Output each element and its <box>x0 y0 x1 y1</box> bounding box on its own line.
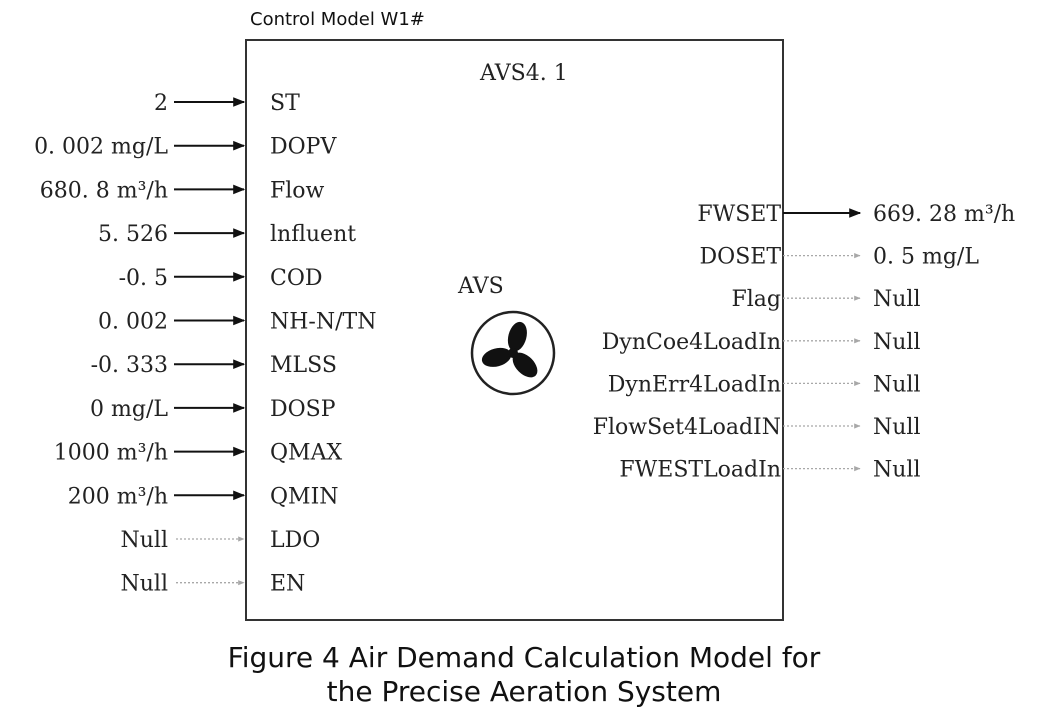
input-port-row: 1000 m³/h QMAX <box>54 441 343 466</box>
output-value: Null <box>873 287 921 312</box>
input-value: 0 mg/L <box>90 397 168 422</box>
output-port-label: FWESTLoadIn <box>619 458 781 483</box>
input-value: 680. 8 m³/h <box>40 178 168 203</box>
input-port-label: EN <box>270 572 305 597</box>
input-value: 1000 m³/h <box>54 441 168 466</box>
output-port-label: DOSET <box>700 245 782 270</box>
figure-caption-line-2: the Precise Aeration System <box>327 675 722 708</box>
fan-icon <box>470 310 556 396</box>
input-port-label: LDO <box>270 528 320 553</box>
input-port-row: Null EN <box>121 572 306 597</box>
output-value: 0. 5 mg/L <box>873 245 979 270</box>
input-value: 0. 002 mg/L <box>34 135 168 160</box>
input-port-row: 680. 8 m³/h Flow <box>40 178 325 203</box>
avs-block[interactable] <box>245 39 784 621</box>
input-value: Null <box>121 528 169 553</box>
input-ports: 2 ST 0. 002 mg/L DOPV 680. 8 m³/h Flow 5. 526 l… <box>34 91 376 597</box>
output-value: Null <box>873 415 921 440</box>
output-port-row: FWSET 669. 28 m³/h <box>697 202 1015 227</box>
input-port-label: QMAX <box>270 441 342 466</box>
input-port-label: Flow <box>270 178 325 203</box>
input-port-row: 200 m³/h QMIN <box>68 484 339 509</box>
output-port-row: DynCoe4LoadIn Null <box>602 330 921 355</box>
output-port-row: DynErr4LoadIn Null <box>608 372 921 397</box>
output-port-row: DOSET 0. 5 mg/L <box>700 245 980 270</box>
figure-caption-line-1: Figure 4 Air Demand Calculation Model fo… <box>228 641 821 674</box>
input-value: -0. 5 <box>119 266 168 291</box>
input-port-row: -0. 333 MLSS <box>91 353 337 378</box>
input-port-row: Null LDO <box>121 528 321 553</box>
output-port-row: Flag Null <box>732 287 921 312</box>
input-port-label: lnfluent <box>270 222 356 247</box>
output-port-row: FWESTLoadIn Null <box>619 458 920 483</box>
input-port-row: 0 mg/L DOSP <box>90 397 336 422</box>
model-header-label: Control Model W1# <box>250 9 425 30</box>
output-port-label: FWSET <box>697 202 781 227</box>
output-port-row: FlowSet4LoadIN Null <box>593 415 921 440</box>
input-value: 5. 526 <box>98 222 168 247</box>
input-port-label: NH-N/TN <box>270 310 376 335</box>
output-value: Null <box>873 458 921 483</box>
output-value: 669. 28 m³/h <box>873 202 1015 227</box>
output-value: Null <box>873 372 921 397</box>
input-port-row: 2 ST <box>154 91 300 116</box>
input-port-label: MLSS <box>270 353 337 378</box>
input-port-label: COD <box>270 266 323 291</box>
input-port-label: ST <box>270 91 300 116</box>
block-title: AVS4. 1 <box>479 61 568 86</box>
input-value: -0. 333 <box>91 353 168 378</box>
input-port-row: -0. 5 COD <box>119 266 323 291</box>
input-port-label: QMIN <box>270 484 339 509</box>
avs-symbol-label: AVS <box>457 274 504 299</box>
input-value: 200 m³/h <box>68 484 168 509</box>
input-port-row: 0. 002 mg/L DOPV <box>34 135 337 160</box>
output-port-label: FlowSet4LoadIN <box>593 415 781 440</box>
input-port-label: DOPV <box>270 135 337 160</box>
output-port-label: DynErr4LoadIn <box>608 372 781 397</box>
input-value: 0. 002 <box>98 310 168 335</box>
input-value: Null <box>121 572 169 597</box>
output-port-label: DynCoe4LoadIn <box>602 330 781 355</box>
input-port-label: DOSP <box>270 397 336 422</box>
input-port-row: 5. 526 lnfluent <box>98 222 356 247</box>
input-port-row: 0. 002 NH-N/TN <box>98 310 376 335</box>
input-value: 2 <box>154 91 168 116</box>
output-value: Null <box>873 330 921 355</box>
output-port-label: Flag <box>732 287 782 312</box>
